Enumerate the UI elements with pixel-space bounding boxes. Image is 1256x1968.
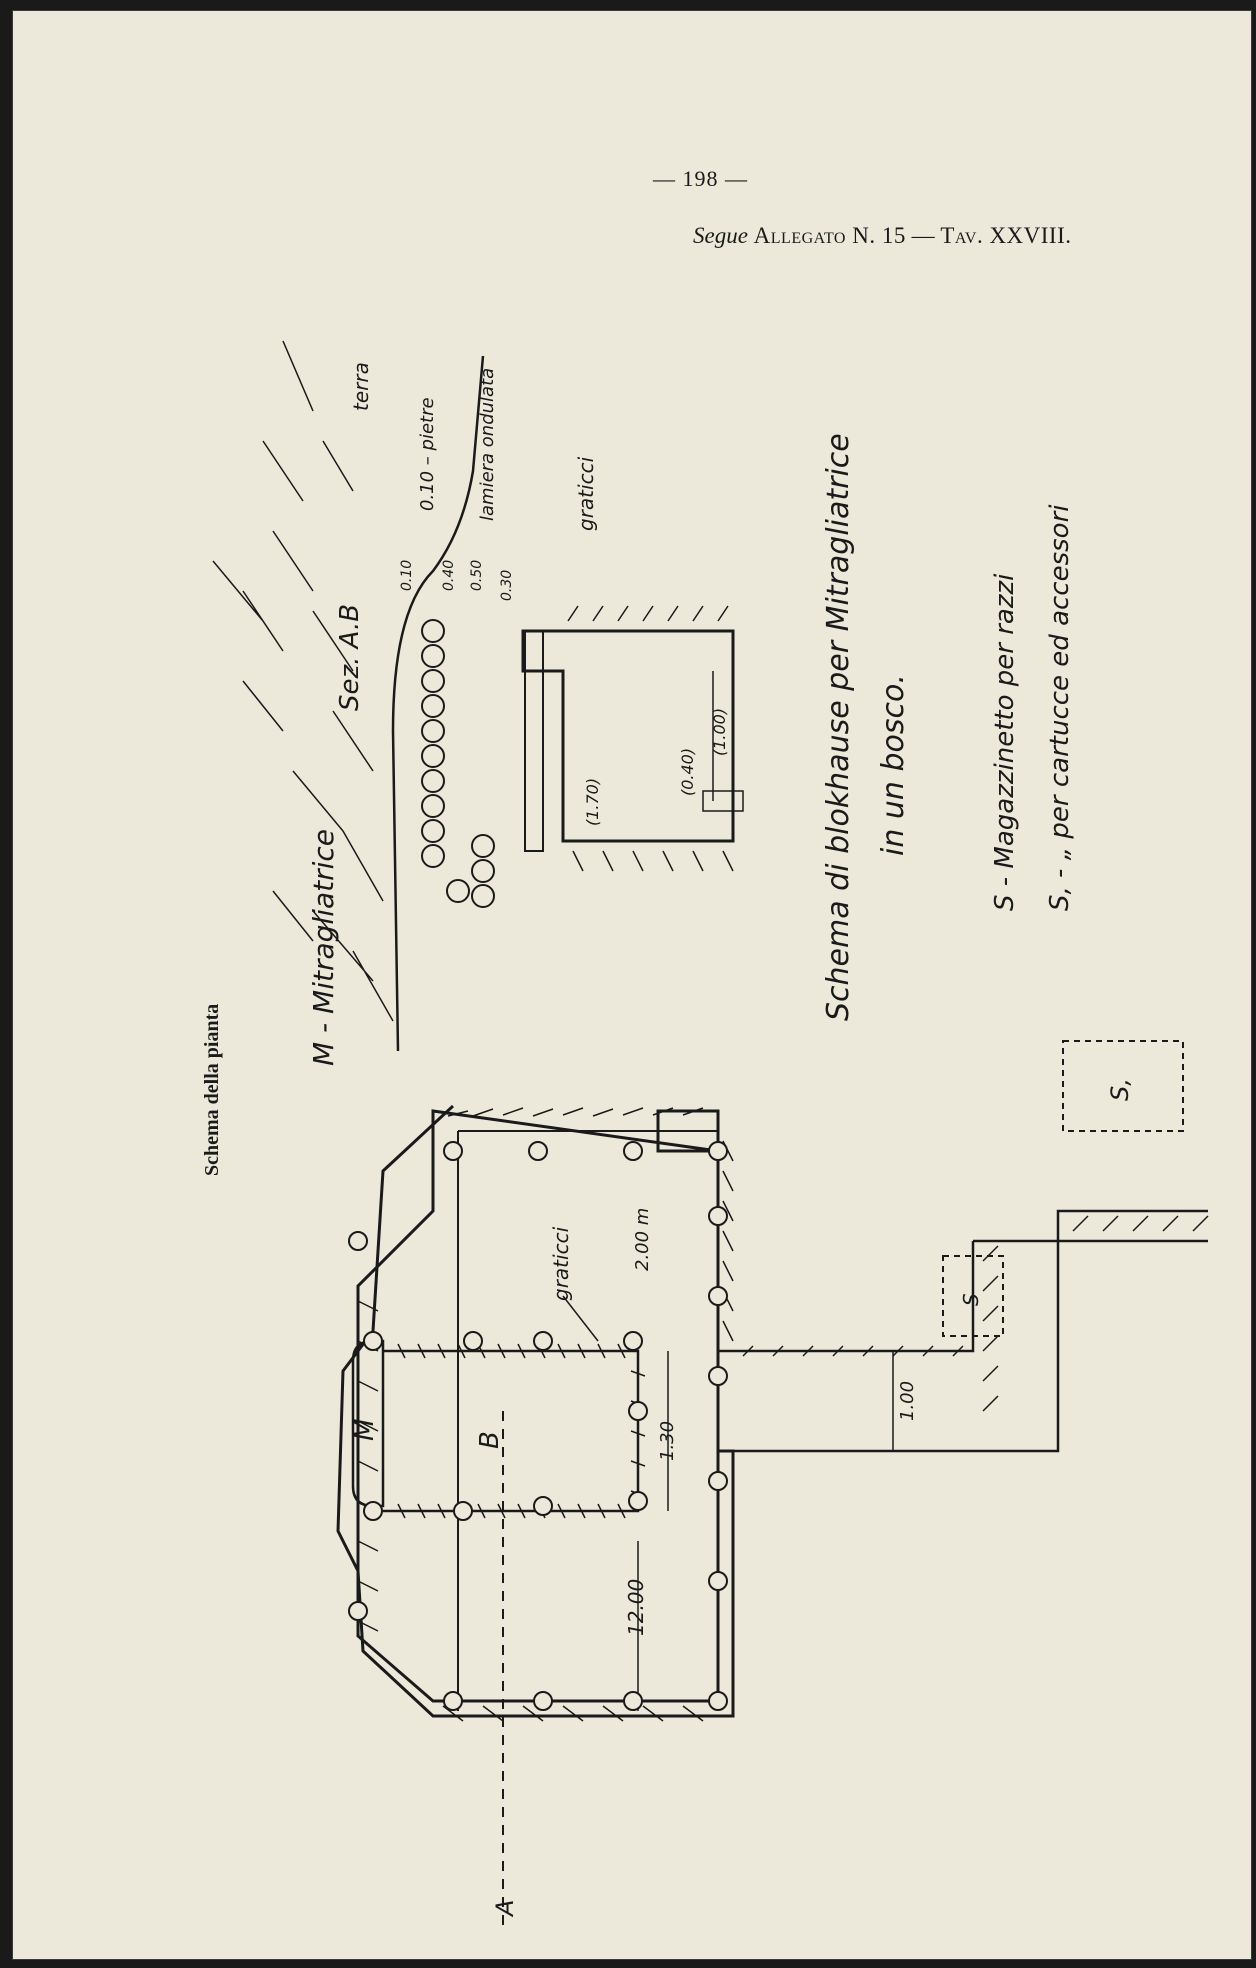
section-lamiera (524, 630, 544, 852)
plan-label-s1: S, (1106, 1078, 1134, 1101)
plan-posts (348, 1141, 728, 1711)
plan-perimeter (336, 1104, 735, 1718)
section-logs (421, 619, 495, 908)
section-drawing: Sez. A.B terra 0.10 – pietre lamiera ond… (212, 340, 744, 1052)
section-d050: 0.50 (469, 560, 485, 591)
plan-graticci-wall (383, 1349, 640, 1513)
plan-wall-hatch (357, 1107, 734, 1722)
page-number: — 198 — (653, 166, 748, 191)
section-chamber (521, 629, 735, 843)
section-h040: (0.40) (678, 748, 697, 796)
allegato-ref: Allegato N. 15 (753, 223, 906, 248)
legend-magazzinetto-s1: S, - „ per cartucce ed accessori (1045, 504, 1075, 911)
plan-label-b: B (475, 1431, 505, 1449)
section-d010: 0.10 (399, 560, 415, 591)
blockhouse-drawing: Schema della pianta M B graticci 2.00 m … (201, 340, 1209, 1931)
allegato-heading: Segue Allegato N. 15 — Tav. XXVIII. (693, 223, 1072, 249)
section-graticci: graticci (574, 456, 598, 531)
tav-ref: Tav. XXVIII. (940, 223, 1072, 248)
section-d040: 0.40 (441, 560, 457, 591)
plan-drawing: Schema della pianta M B graticci 2.00 m … (201, 1004, 1209, 1931)
plan-dim-12: 12.00 (624, 1579, 648, 1636)
plan-title: Schema della pianta (201, 1004, 223, 1176)
section-h100: (1.00) (710, 708, 729, 756)
plan-graticci-hatch (397, 1343, 646, 1519)
section-terrain-hatch (212, 340, 394, 1022)
section-d030: 0.30 (499, 570, 515, 601)
section-ground-curve (391, 355, 485, 1052)
plan-dim-100: 1.00 (897, 1381, 918, 1421)
plan-outer-wall (356, 1109, 720, 1703)
plan-label-s: S (959, 1293, 983, 1306)
plan-magazine-s1 (1062, 1040, 1184, 1132)
segue-word: Segue (693, 223, 748, 248)
section-title: Sez. A.B (335, 604, 365, 711)
plan-inner-wall (457, 1130, 733, 1711)
section-floor-posts (702, 671, 744, 812)
legend-mitragliatrice: M - Mitragliatrice (307, 829, 340, 1066)
plan-label-m: M (350, 1419, 380, 1441)
section-h170: (1.70) (583, 778, 602, 826)
heading-dash: — (911, 223, 935, 248)
document-page: — 198 — Segue Allegato N. 15 — Tav. XXVI… (12, 10, 1252, 1960)
section-pietre: 0.10 – pietre (417, 397, 438, 511)
section-lamiera-label: lamiera ondulata (477, 368, 498, 521)
plan-dim-2m: 2.00 m (632, 1208, 653, 1271)
plan-trench-hatch (742, 1215, 1209, 1412)
legend: M - Mitragliatrice Schema di blokhause p… (307, 433, 1075, 1066)
legend-schema-line1: Schema di blokhause per Mitragliatrice (821, 433, 856, 1021)
plan-label-a: A (491, 1900, 519, 1918)
plan-label-graticci: graticci (549, 1226, 573, 1301)
plan-graticci-arrow (562, 1295, 599, 1342)
legend-magazzinetto-s: S - Magazzinetto per razzi (990, 573, 1020, 911)
legend-schema-line2: in un bosco. (876, 674, 911, 856)
section-terra: terra (349, 362, 373, 411)
section-chamber-hatch (567, 605, 734, 872)
plan-trench (718, 1209, 1208, 1453)
plan-magazine-s (942, 1255, 1004, 1337)
